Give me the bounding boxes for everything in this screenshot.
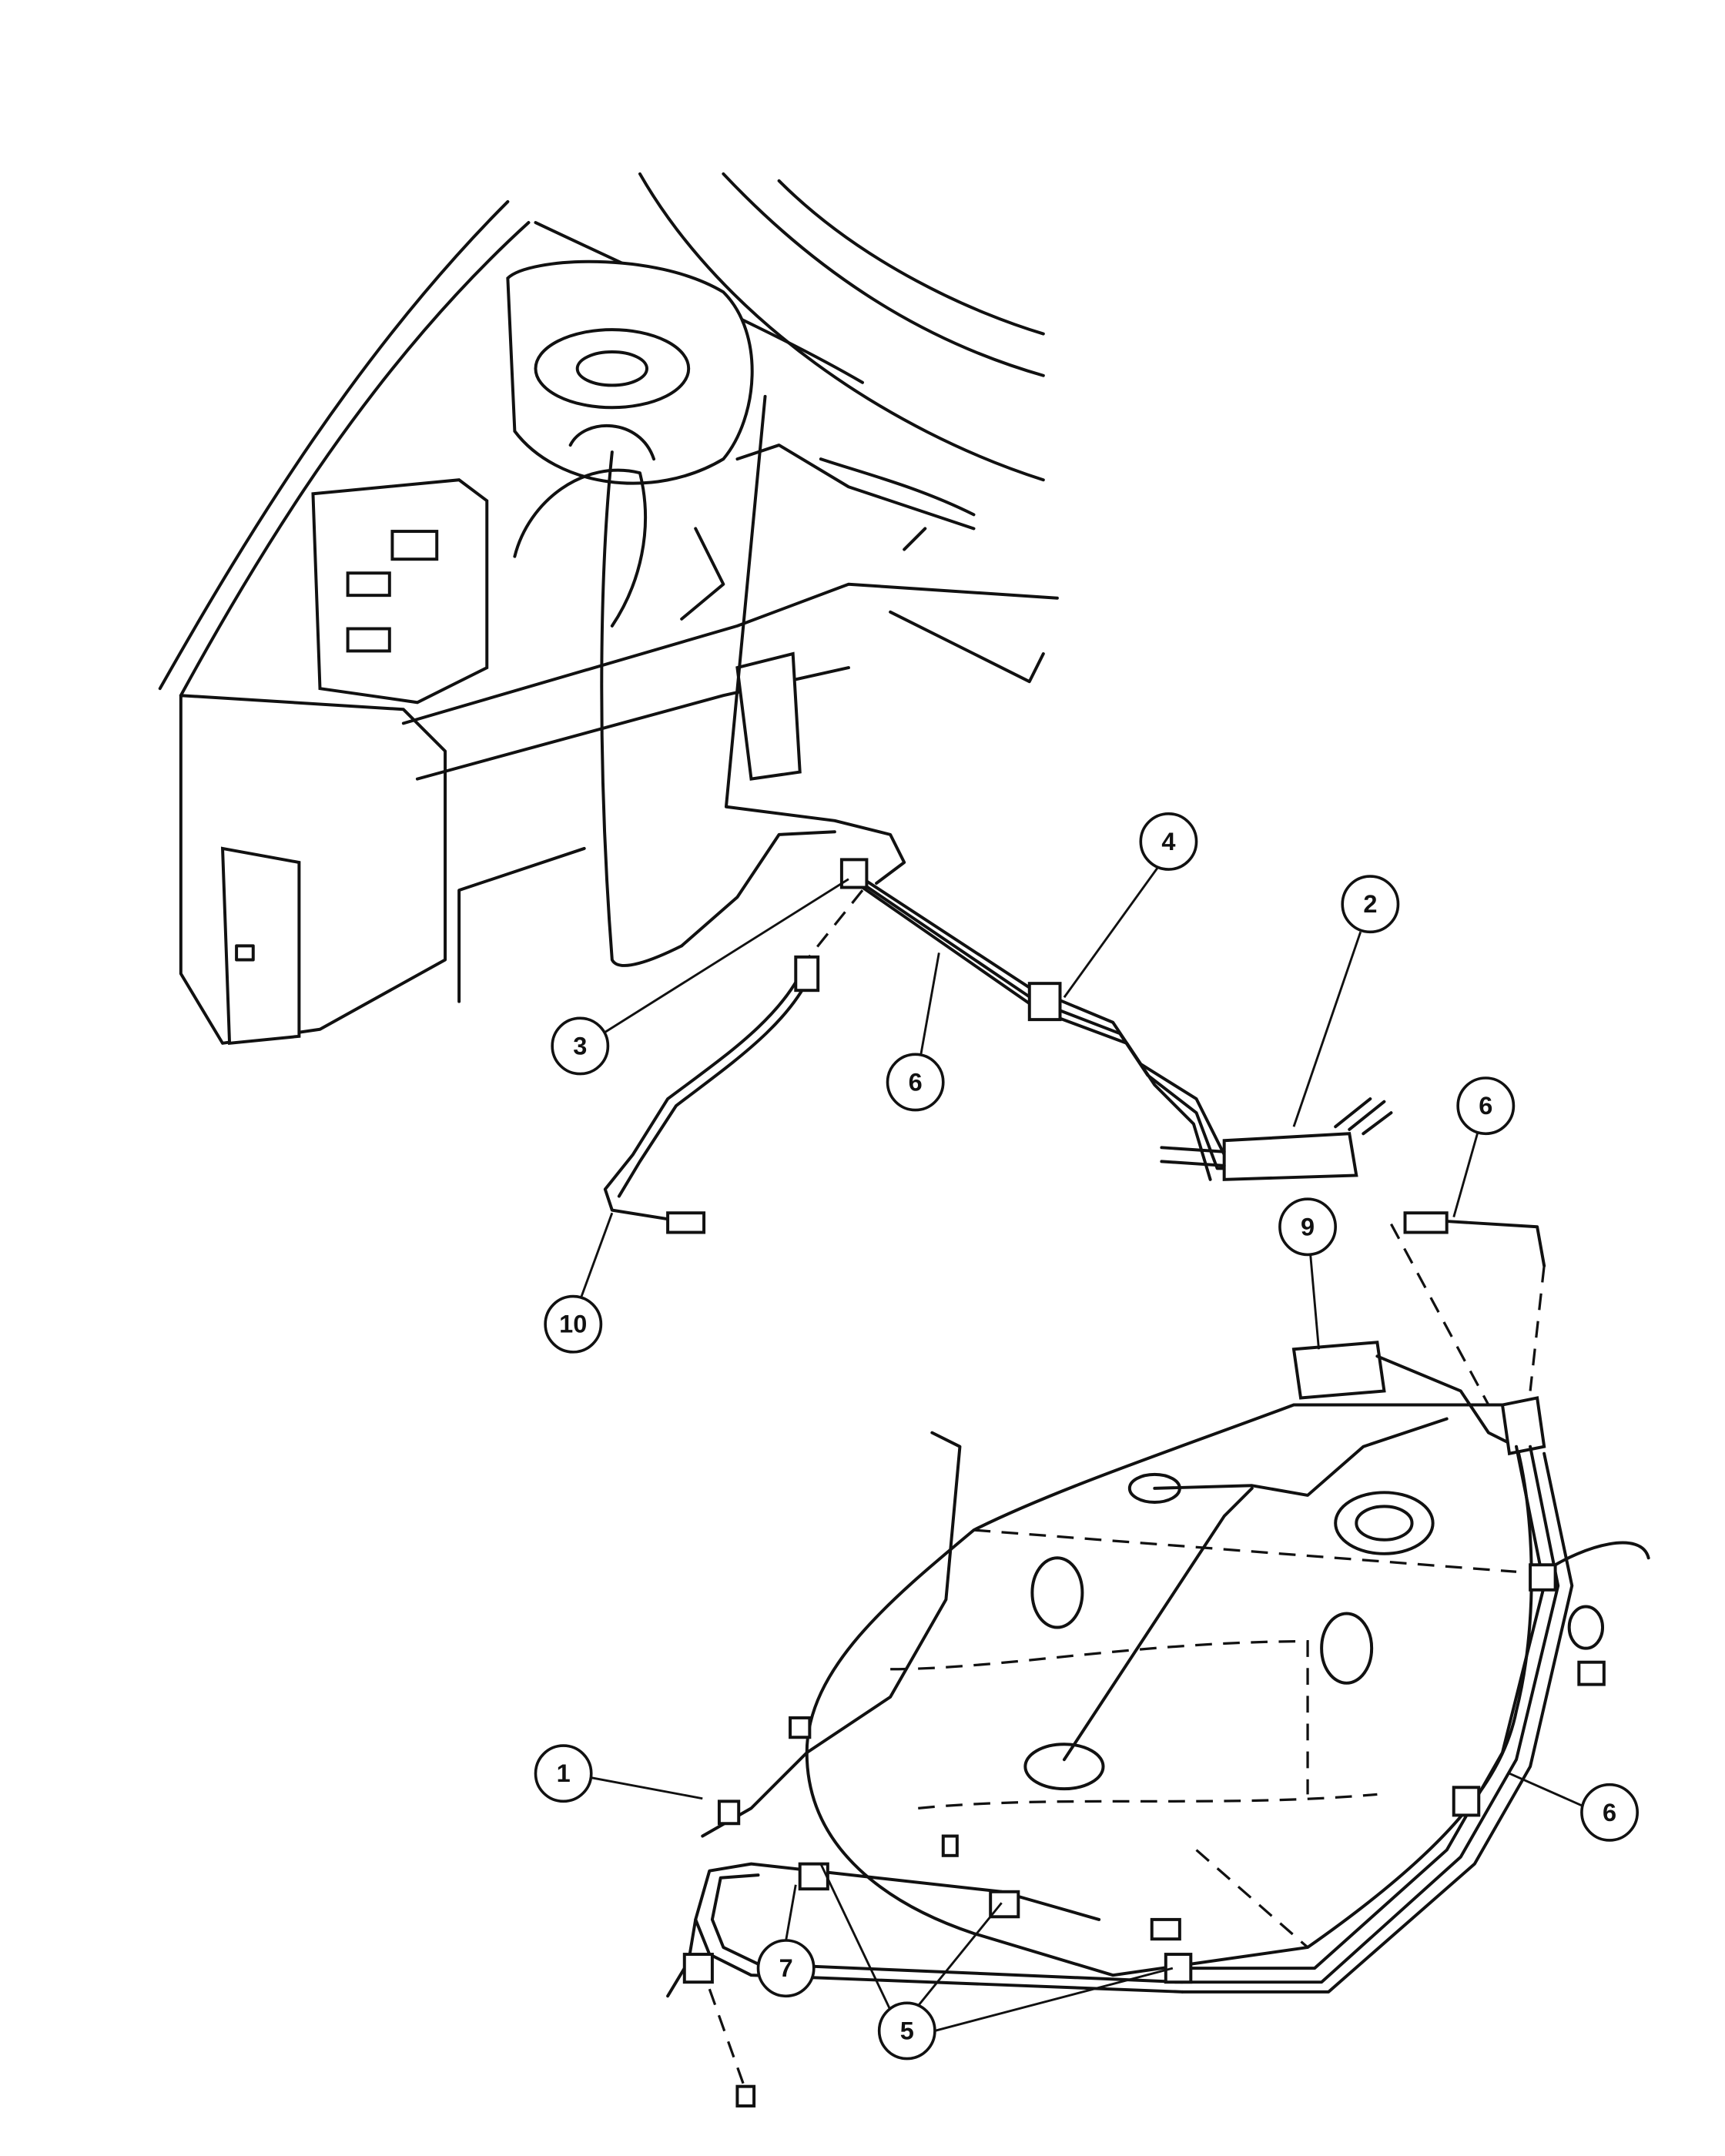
- callout-6-upper-right-label: 6: [1479, 1092, 1492, 1120]
- callout-7: 7: [756, 1939, 816, 1998]
- callout-6-front-label: 6: [909, 1068, 923, 1096]
- callout-4-label: 4: [1161, 828, 1175, 855]
- callout-10: 10: [544, 1294, 603, 1354]
- fuel-tank-illustration: [666, 1211, 1650, 2107]
- callout-3-label: 3: [573, 1032, 587, 1060]
- callout-2: 2: [1341, 875, 1400, 934]
- leader-lines: [580, 867, 1583, 2032]
- engine-compartment-illustration: [158, 172, 1059, 1046]
- callout-9-label: 9: [1301, 1213, 1315, 1240]
- callout-3: 3: [551, 1016, 610, 1076]
- callout-6-tank-label: 6: [1603, 1799, 1616, 1826]
- callout-5: 5: [877, 2001, 936, 2061]
- callout-4: 4: [1139, 812, 1198, 871]
- callout-2-label: 2: [1363, 890, 1377, 918]
- callout-6-front: 6: [886, 1053, 945, 1112]
- callout-7-label: 7: [779, 1954, 793, 1982]
- callout-10-label: 10: [559, 1311, 587, 1338]
- callout-6-upper-right: 6: [1456, 1076, 1516, 1136]
- callout-9: 9: [1278, 1197, 1337, 1257]
- front-fuel-lines-illustration: [600, 394, 1393, 1234]
- callout-1-label: 1: [557, 1759, 571, 1787]
- callout-5-label: 5: [900, 2017, 914, 2044]
- callout-1: 1: [534, 1744, 593, 1803]
- callout-6-tank: 6: [1580, 1783, 1639, 1842]
